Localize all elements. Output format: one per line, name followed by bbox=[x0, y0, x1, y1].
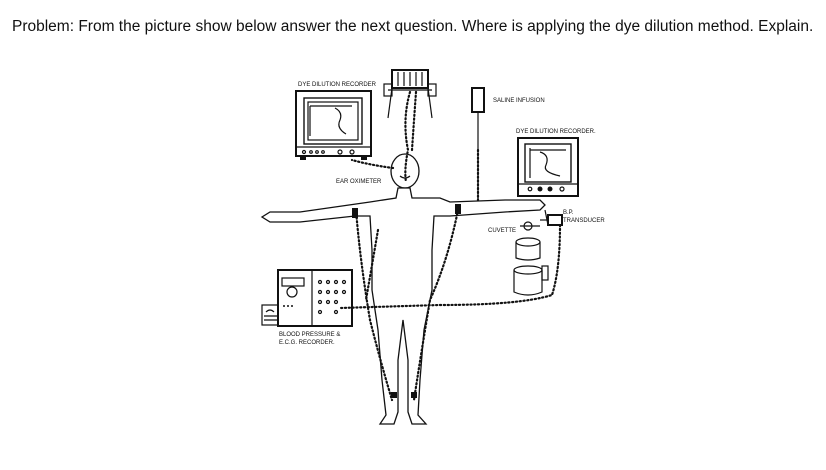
label-cuvette: CUVETTE bbox=[488, 228, 516, 234]
dye-dilution-recorder-left bbox=[296, 91, 371, 160]
right-arm-electrode bbox=[455, 204, 461, 214]
label-bp-ecg-line2: E.C.G. RECORDER. bbox=[279, 340, 335, 346]
bp-transducer bbox=[540, 215, 562, 225]
bp-ecg-recorder bbox=[262, 270, 352, 326]
label-saline-infusion: SALINE INFUSION bbox=[493, 98, 545, 104]
label-dye-dilution-recorder-right: DYE DILUTION RECORDER. bbox=[516, 129, 596, 135]
label-bp-ecg-line1: BLOOD PRESSURE & bbox=[279, 332, 340, 338]
label-ear-oximeter: EAR OXIMETER bbox=[336, 179, 382, 185]
left-leg-electrode bbox=[391, 392, 397, 398]
cable-ear-oximeter bbox=[352, 160, 393, 168]
cuvette-assembly bbox=[514, 222, 548, 295]
patient-figure bbox=[262, 154, 545, 424]
dye-dilution-recorder-right bbox=[518, 138, 578, 196]
label-transducer: TRANSDUCER bbox=[563, 218, 605, 224]
label-bp: B.P. bbox=[563, 210, 574, 216]
saline-infusion-bag bbox=[472, 88, 484, 210]
label-dye-dilution-recorder-left: DYE DILUTION RECORDER bbox=[298, 82, 377, 88]
right-leg-electrode bbox=[411, 392, 417, 398]
cable-rack-to-head-2 bbox=[412, 92, 416, 150]
left-arm-electrode bbox=[352, 208, 358, 218]
